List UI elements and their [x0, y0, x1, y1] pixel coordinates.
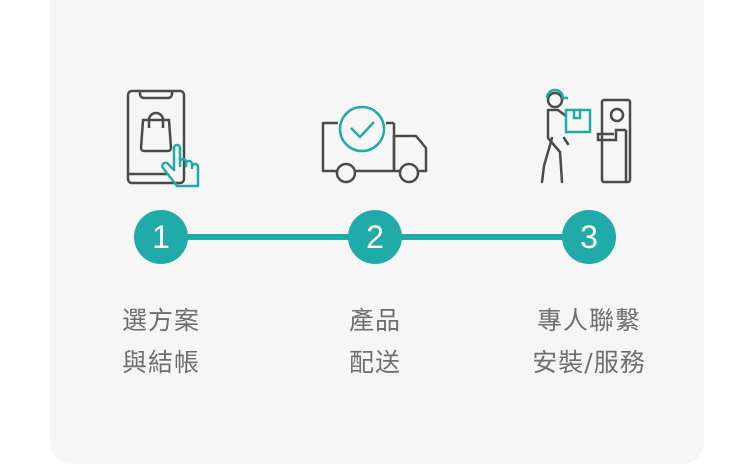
step-1-label-line1: 選方案 — [121, 306, 200, 335]
step-2-label: 產品 配送 — [275, 300, 475, 384]
step-2-label-line1: 產品 — [348, 306, 401, 335]
phone-shopping-tap-icon — [126, 89, 200, 188]
step-1-label-line2: 與結帳 — [121, 348, 200, 377]
step-3-badge: 3 — [562, 210, 616, 264]
step-3-label: 專人聯繫 安裝/服務 — [489, 300, 689, 384]
step-1-badge: 1 — [134, 210, 188, 264]
step-1-label: 選方案 與結帳 — [61, 300, 261, 384]
step-3-label-line1: 專人聯繫 — [536, 306, 641, 335]
step-2-label-line2: 配送 — [348, 348, 401, 377]
delivery-truck-check-icon — [321, 105, 428, 184]
step-2-badge: 2 — [348, 210, 402, 264]
courier-delivery-door-icon — [540, 88, 632, 184]
step-3-label-line2: 安裝/服務 — [532, 348, 646, 377]
